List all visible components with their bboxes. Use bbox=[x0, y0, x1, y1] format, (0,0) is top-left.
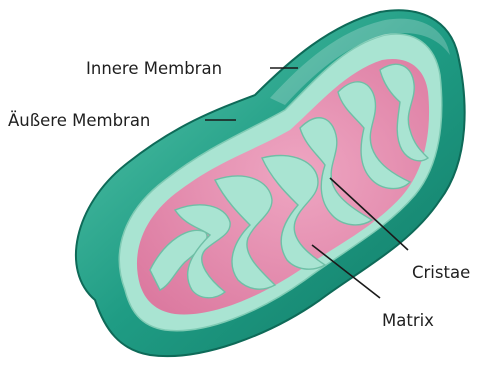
label-outer-membrane: Äußere Membran bbox=[8, 111, 150, 130]
label-matrix: Matrix bbox=[382, 311, 434, 330]
label-inner-membrane: Innere Membran bbox=[86, 59, 222, 78]
label-cristae: Cristae bbox=[412, 263, 470, 282]
